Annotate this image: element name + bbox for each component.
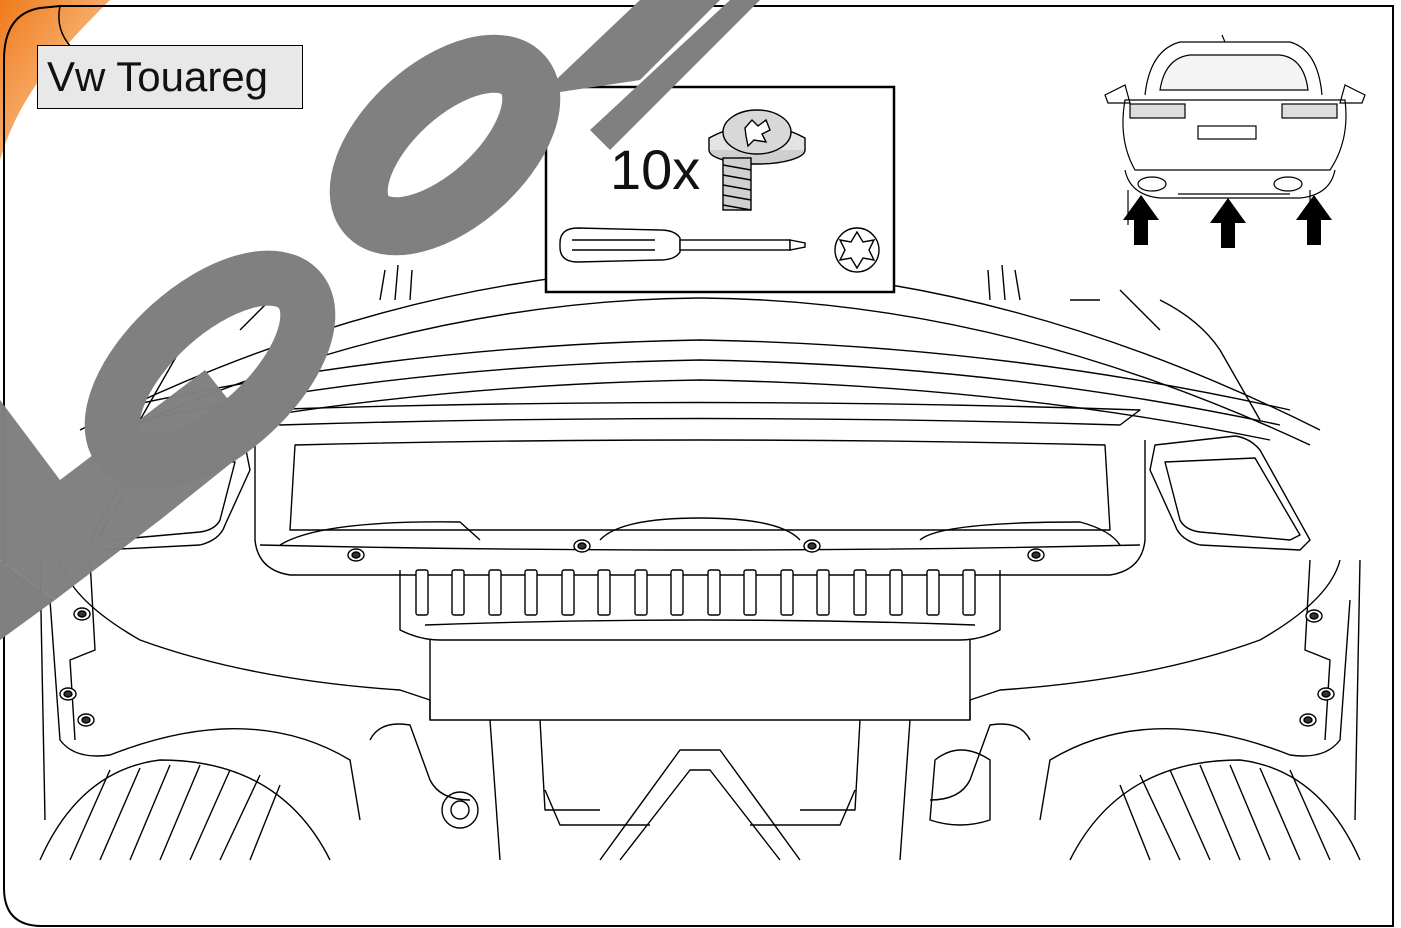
- screw-marker: [573, 539, 591, 553]
- rear-bumper-drawing: [39, 264, 1361, 861]
- screw-marker: [347, 548, 365, 562]
- screw-marker: [59, 687, 77, 701]
- screw-marker: [77, 713, 95, 727]
- arrow-up-icon: [1123, 195, 1159, 245]
- vent-slots: [415, 569, 976, 616]
- screw-marker: [1305, 609, 1323, 623]
- arrow-up-icon: [1296, 195, 1332, 245]
- mounting-arrows: [1123, 195, 1332, 248]
- screw-marker: [73, 607, 91, 621]
- corner-curve: [58, 5, 73, 49]
- screw-locations: [59, 539, 1335, 727]
- screw-marker: [1299, 713, 1317, 727]
- torx-bit-symbol-icon: [834, 227, 880, 273]
- screw-marker: [1317, 687, 1335, 701]
- watermark: [0, 0, 760, 640]
- screwdriver-icon: [559, 227, 806, 263]
- corner-accent: [0, 0, 110, 160]
- screw-marker: [803, 539, 821, 553]
- quantity-label: 10x: [610, 138, 701, 201]
- torx-screw-icon: [708, 109, 806, 211]
- arrow-up-icon: [1210, 198, 1246, 248]
- page-border: [3, 5, 1394, 927]
- screw-marker: [1027, 548, 1045, 562]
- car-rear-thumbnail: [1104, 34, 1366, 225]
- model-label: Vw Touareg: [37, 45, 303, 109]
